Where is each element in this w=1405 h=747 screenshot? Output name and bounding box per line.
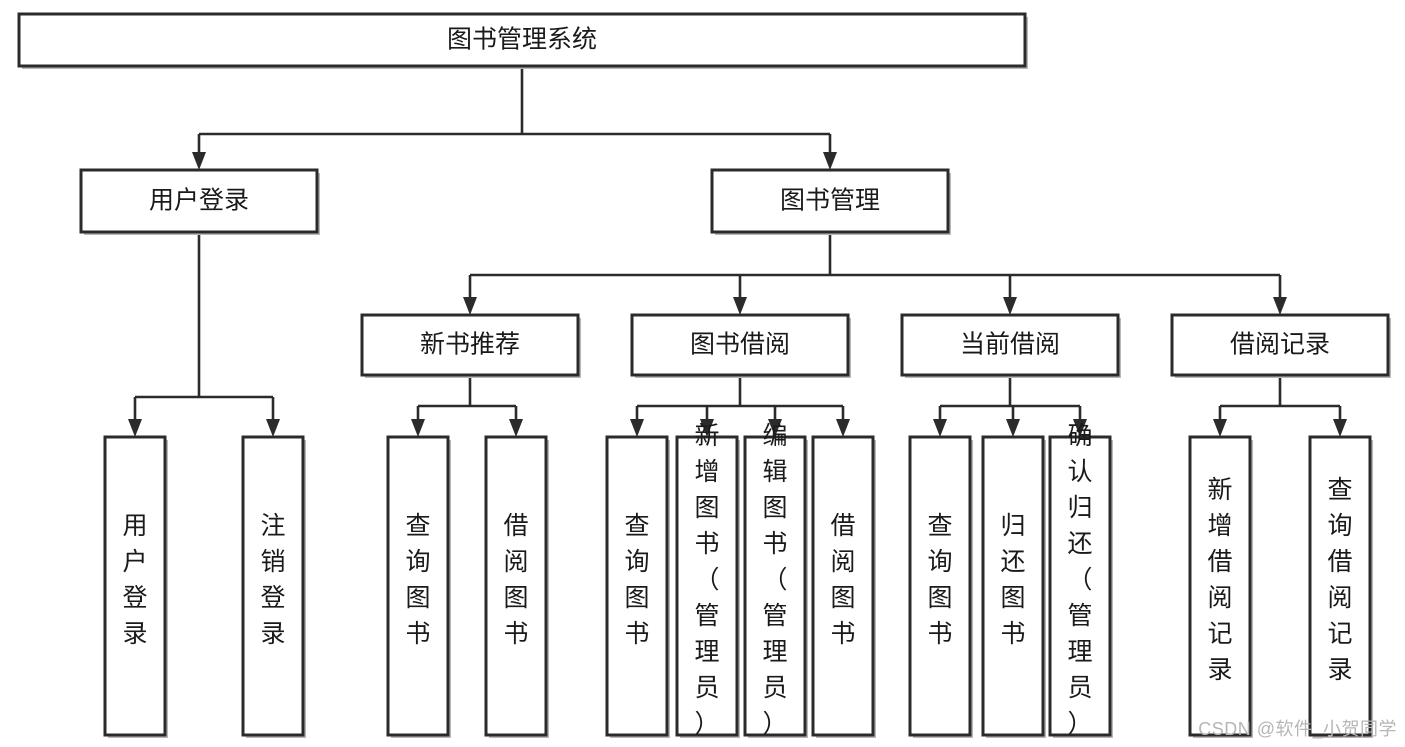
node-label-vertical: 新增借阅记录 (1207, 476, 1232, 684)
node-box[interactable] (981, 435, 1045, 737)
node-label: 当前借阅 (960, 331, 1060, 359)
arrow-head-icon (128, 419, 142, 437)
conn-root-to-level2 (192, 66, 837, 170)
node-box[interactable] (241, 435, 305, 737)
node-level3[interactable]: 新书推荐 (360, 313, 581, 378)
node-label-vertical: 新增图书（管理员） (694, 422, 719, 738)
node-layer: 图书管理系统用户登录图书管理新书推荐图书借阅当前借阅借阅记录用户登录注销登录查询… (17, 12, 1391, 738)
node-box[interactable] (103, 435, 167, 737)
node-box[interactable] (675, 435, 739, 737)
arrow-head-icon (1073, 419, 1087, 437)
arrow-head-icon (933, 419, 947, 437)
conn-newbook-to-leaves (411, 375, 523, 437)
node-root[interactable]: 图书管理系统 (17, 12, 1028, 69)
node-box[interactable] (811, 435, 875, 737)
node-leaf[interactable]: 查询图书 (908, 435, 973, 738)
arrow-head-icon (463, 297, 477, 315)
node-box[interactable] (630, 313, 850, 377)
node-leaf[interactable]: 注销登录 (241, 435, 306, 738)
csdn-watermark: CSDN @软件_小贺同学 (1198, 719, 1397, 739)
node-label: 用户登录 (149, 187, 249, 215)
node-label-vertical: 查询图书 (624, 512, 649, 648)
node-leaf[interactable]: 借阅图书 (484, 435, 549, 738)
node-label-vertical: 注销登录 (260, 512, 285, 648)
node-label-vertical: 查询借阅记录 (1327, 476, 1352, 684)
node-leaf[interactable]: 新增图书（管理员） (675, 422, 740, 738)
node-box[interactable] (605, 435, 669, 737)
node-level2[interactable]: 用户登录 (79, 168, 320, 235)
arrow-head-icon (1003, 297, 1017, 315)
node-label: 借阅记录 (1230, 331, 1330, 359)
node-box[interactable] (360, 313, 580, 377)
node-level2[interactable]: 图书管理 (710, 168, 951, 235)
conn-borrowrecord-to-leaves (1213, 375, 1347, 437)
arrow-head-icon (733, 297, 747, 315)
node-label-vertical: 借阅图书 (503, 512, 528, 648)
node-box[interactable] (710, 168, 950, 234)
node-leaf[interactable]: 用户登录 (103, 435, 168, 738)
arrow-head-icon (1213, 419, 1227, 437)
node-label: 图书管理 (780, 187, 880, 215)
arrow-head-icon (823, 152, 837, 170)
arrow-head-icon (192, 152, 206, 170)
node-label-vertical: 借阅图书 (830, 512, 855, 648)
node-box[interactable] (1048, 435, 1112, 737)
node-box[interactable] (386, 435, 450, 737)
node-box[interactable] (900, 313, 1120, 377)
node-box[interactable] (743, 435, 807, 737)
node-label-vertical: 查询图书 (927, 512, 952, 648)
node-label-vertical: 用户登录 (122, 512, 147, 648)
node-label: 图书管理系统 (447, 26, 597, 54)
arrow-head-icon (1273, 297, 1287, 315)
arrow-head-icon (1333, 419, 1347, 437)
node-leaf[interactable]: 确认归还（管理员） (1048, 422, 1113, 738)
node-level3[interactable]: 图书借阅 (630, 313, 851, 378)
arrow-head-icon (509, 419, 523, 437)
arrow-head-icon (1006, 419, 1020, 437)
node-level3[interactable]: 借阅记录 (1170, 313, 1391, 378)
node-label-vertical: 确认归还（管理员） (1067, 422, 1092, 738)
node-box[interactable] (79, 168, 319, 234)
arrow-head-icon (266, 419, 280, 437)
arrow-head-icon (630, 419, 644, 437)
node-box[interactable] (1188, 435, 1252, 737)
node-leaf[interactable]: 查询图书 (605, 435, 670, 738)
node-box[interactable] (908, 435, 972, 737)
conn-bookmanage-to-level3 (463, 232, 1287, 315)
node-label-vertical: 编辑图书（管理员） (762, 422, 787, 738)
node-leaf[interactable]: 借阅图书 (811, 435, 876, 738)
node-label-vertical: 归还图书 (1000, 512, 1025, 648)
node-box[interactable] (17, 12, 1027, 68)
arrow-head-icon (836, 419, 850, 437)
node-box[interactable] (484, 435, 548, 737)
node-box[interactable] (1170, 313, 1390, 377)
connector-layer (128, 66, 1347, 437)
node-label: 图书借阅 (690, 331, 790, 359)
node-leaf[interactable]: 查询图书 (386, 435, 451, 738)
arrow-head-icon (768, 419, 782, 437)
node-leaf[interactable]: 新增借阅记录 (1188, 435, 1253, 738)
conn-userlogin-to-leaves (128, 232, 280, 437)
node-label: 新书推荐 (420, 331, 520, 359)
node-leaf[interactable]: 查询借阅记录 (1308, 435, 1373, 738)
node-level3[interactable]: 当前借阅 (900, 313, 1121, 378)
arrow-head-icon (411, 419, 425, 437)
conn-currentborrow-to-leaves (933, 375, 1087, 437)
node-box[interactable] (1308, 435, 1372, 737)
arrow-head-icon (700, 419, 714, 437)
node-leaf[interactable]: 归还图书 (981, 435, 1046, 738)
node-leaf[interactable]: 编辑图书（管理员） (743, 422, 808, 738)
conn-bookborrow-to-leaves (630, 375, 850, 437)
node-label-vertical: 查询图书 (405, 512, 430, 648)
